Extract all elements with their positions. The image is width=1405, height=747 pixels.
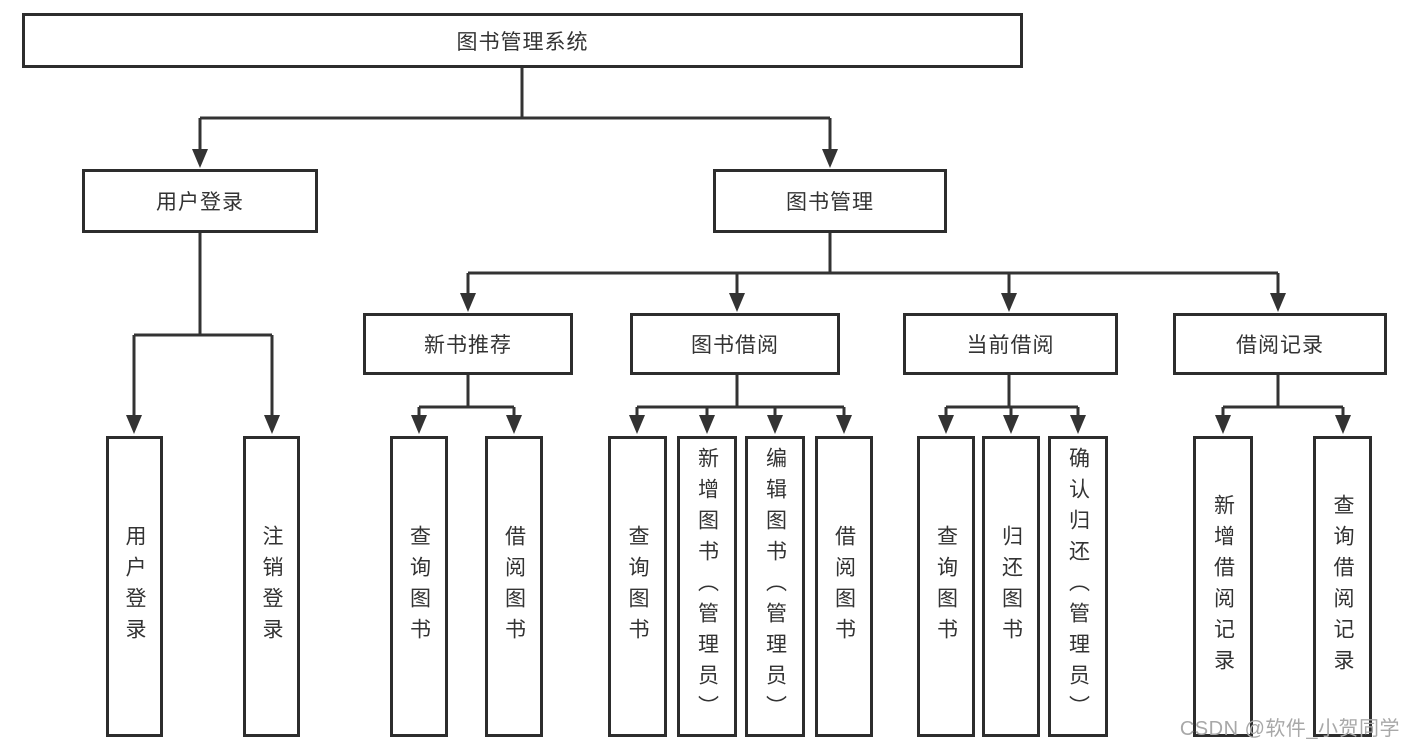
connector-current-borrow-children [944,375,1080,417]
leaf-add-book-admin: 新增图书（管理员） [677,436,737,737]
leaf-logout: 注销登录 [243,436,300,737]
leaf-add-borrow-record: 新增借阅记录 [1193,436,1253,737]
leaf-confirm-return-admin-label: 确认归还（管理员） [1066,447,1090,726]
leaf-borrow-books-1: 借阅图书 [485,436,543,737]
leaf-query-books-1-label: 查询图书 [407,524,431,649]
connector-root-to-level2 [198,68,832,151]
node-book-borrowing: 图书借阅 [630,313,840,375]
node-user-login: 用户登录 [82,169,318,233]
node-book-management: 图书管理 [713,169,947,233]
node-book-management-label: 图书管理 [786,191,874,214]
leaf-edit-book-admin-label: 编辑图书（管理员） [763,447,787,726]
node-current-borrowing: 当前借阅 [903,313,1118,375]
leaf-return-books: 归还图书 [982,436,1040,737]
node-borrowing-records: 借阅记录 [1173,313,1387,375]
leaf-user-login-label: 用户登录 [123,524,146,649]
leaf-query-borrow-record-label: 查询借阅记录 [1331,493,1354,680]
leaf-query-books-2: 查询图书 [608,436,667,737]
node-new-book-recommend: 新书推荐 [363,313,573,375]
node-new-book-recommend-label: 新书推荐 [424,334,512,357]
leaf-query-borrow-record: 查询借阅记录 [1313,436,1372,737]
leaf-query-books-1: 查询图书 [390,436,448,737]
leaf-borrow-books-2: 借阅图书 [815,436,873,737]
node-book-borrowing-label: 图书借阅 [691,334,779,357]
node-current-borrowing-label: 当前借阅 [966,334,1055,357]
leaf-query-books-3-label: 查询图书 [934,524,958,649]
leaf-return-books-label: 归还图书 [999,524,1023,649]
leaf-borrow-books-1-label: 借阅图书 [502,524,526,649]
connector-borrow-records-children [1221,375,1345,417]
node-borrowing-records-label: 借阅记录 [1236,334,1324,357]
leaf-confirm-return-admin: 确认归还（管理员） [1048,436,1108,737]
leaf-add-book-admin-label: 新增图书（管理员） [695,447,719,726]
leaf-edit-book-admin: 编辑图书（管理员） [745,436,805,737]
node-root: 图书管理系统 [22,13,1023,68]
connector-book-borrow-children [635,375,846,417]
node-root-label: 图书管理系统 [456,30,589,54]
leaf-query-books-3: 查询图书 [917,436,975,737]
arrowheads [126,149,1351,434]
connector-new-books-children [417,375,516,417]
leaf-add-borrow-record-label: 新增借阅记录 [1211,493,1235,680]
connector-book-mgmt-to-level3 [466,233,1280,295]
leaf-user-login: 用户登录 [106,436,163,737]
watermark: CSDN @软件_小贺同学 [1179,718,1400,740]
leaf-borrow-books-2-label: 借阅图书 [832,524,856,649]
node-user-login-label: 用户登录 [156,191,244,214]
leaf-query-books-2-label: 查询图书 [626,524,649,649]
connector-user-login-children [132,233,274,417]
leaf-logout-label: 注销登录 [260,524,283,649]
